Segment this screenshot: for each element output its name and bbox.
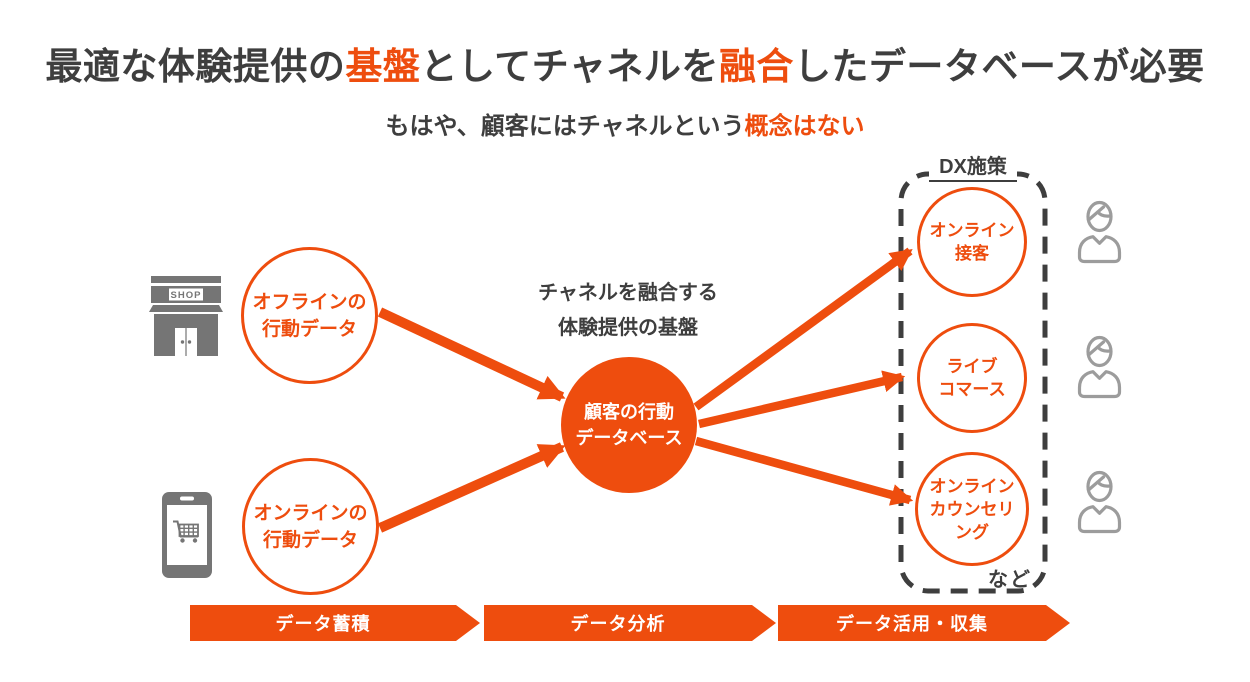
cart-icon [173, 520, 199, 543]
online-data-line: 行動データ [262, 529, 358, 551]
online-data-line: オンラインの [253, 502, 368, 524]
dx-item-line: ング [955, 522, 989, 542]
process-step-data-accumulation: データ蓄積 [190, 605, 480, 641]
store-icon: SHOP [149, 276, 223, 356]
hub-label-line: データベース [575, 428, 683, 448]
dx-item-line: オンライン [929, 221, 1015, 240]
store-sign-text: SHOP [171, 290, 202, 301]
dx-item-line: コマース [938, 380, 1006, 399]
process-step-label: データ分析 [570, 614, 666, 634]
process-step-label: データ蓄積 [275, 614, 371, 634]
dx-item-line: ライブ [946, 357, 998, 376]
arrow-online-to-hub [377, 442, 566, 533]
dx-item-online-counseling: オンライン カウンセリ ング [915, 452, 1029, 566]
process-step-data-utilization: データ活用・収集 [778, 605, 1070, 641]
process-step-data-analysis: データ分析 [484, 605, 776, 641]
dx-box-label: DX施策 [898, 150, 1048, 182]
dx-item-line: カウンセリ [929, 499, 1015, 519]
offline-data-line: 行動データ [261, 318, 357, 340]
customer-icon [1077, 200, 1122, 264]
hub-caption: チャネルを融合する 体験提供の基盤 [500, 276, 756, 346]
hub-caption-line: チャネルを融合する [538, 282, 718, 304]
dx-item-online-sekkyaku: オンライン 接客 [917, 187, 1027, 297]
subtitle-segment-highlight: 概念はない [744, 113, 865, 140]
smartphone-ec-icon [162, 492, 212, 578]
process-step-label: データ活用・収集 [836, 614, 988, 634]
customer-icon [1077, 335, 1122, 399]
dx-box-label-text: DX施策 [929, 156, 1017, 182]
page-title: 最適な体験提供の基盤としてチャネルを融合したデータベースが必要 [0, 36, 1250, 90]
online-data-circle: オンラインの 行動データ [242, 458, 379, 595]
offline-data-line: オフラインの [252, 291, 367, 313]
customer-icon [1077, 470, 1122, 534]
title-segment-highlight: 基盤 [345, 46, 421, 87]
dx-item-line: オンライン [929, 476, 1015, 496]
dx-item-line: 接客 [955, 244, 989, 263]
title-segment: したデータベースが必要 [793, 46, 1205, 87]
subtitle-segment: もはや、顧客にはチャネルという [385, 113, 745, 140]
title-segment-highlight: 融合 [718, 46, 794, 87]
title-segment: としてチャネルを [420, 46, 719, 87]
dx-item-live-commerce: ライブ コマース [917, 323, 1027, 433]
arrow-hub-to-live-commerce [698, 370, 906, 429]
offline-data-circle: オフラインの 行動データ [241, 247, 378, 384]
hub-label-line: 顧客の行動 [584, 402, 674, 422]
hub-caption-line: 体験提供の基盤 [558, 317, 698, 339]
subtitle: もはや、顧客にはチャネルという概念はない [0, 106, 1250, 141]
arrow-hub-to-online-counseling [694, 436, 914, 506]
etc-label: など [988, 569, 1032, 591]
title-segment: 最適な体験提供の [45, 46, 346, 87]
customer-behavior-database-circle: 顧客の行動 データベース [561, 357, 697, 493]
